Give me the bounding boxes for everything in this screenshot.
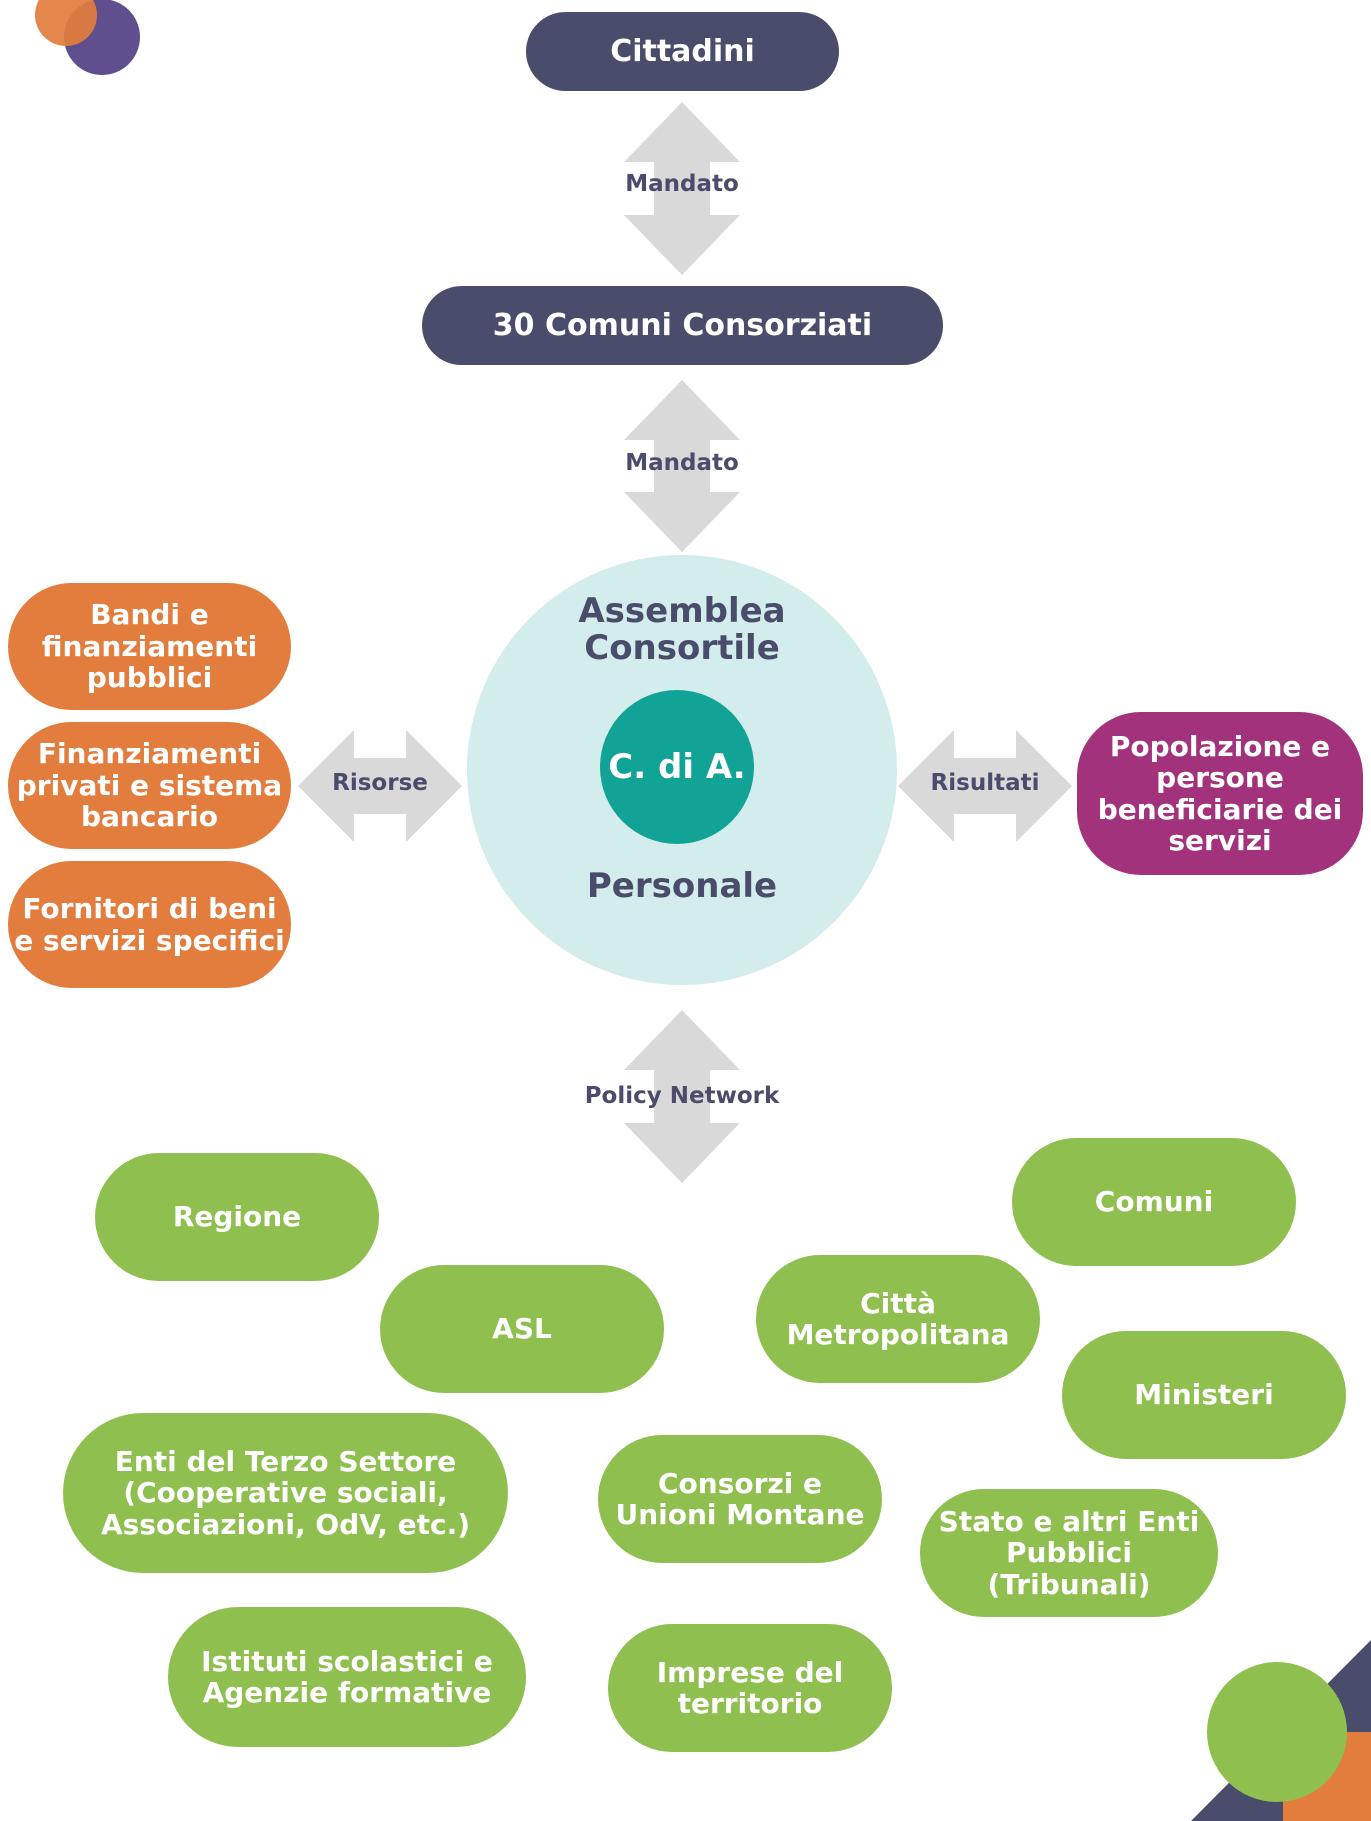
cittadini-box: Cittadini [526,12,839,91]
comuni-consorziati-box: 30 Comuni Consorziati [422,286,943,365]
personale-label: Personale [586,866,778,906]
mandato-label: Mandato [625,450,739,476]
risorse-label: Risorse [332,770,428,796]
double-arrow-icon [898,730,1072,842]
policy-network-label: Policy Network [584,1083,780,1109]
double-arrow-icon [624,380,740,552]
imprese-box: Imprese del territorio [608,1624,892,1752]
fornitori-box: Fornitori di beni e servizi specifici [8,861,291,988]
double-arrow-icon [624,102,740,275]
double-arrow-icon [624,1010,740,1183]
comuni-box: Comuni [1012,1138,1296,1266]
cda-circle: C. di A. [600,690,754,844]
ministeri-box: Ministeri [1062,1331,1346,1459]
stato-box: Stato e altri Enti Pubblici (Tribunali) [920,1489,1218,1617]
bandi-box: Bandi e finanziamenti pubblici [8,583,291,710]
assemblea-line-2: Consortile [584,628,780,669]
cda-label: C. di A. [608,747,746,787]
risultati-label: Risultati [930,770,1040,796]
assemblea-title: Assemblea Consortile [532,591,832,669]
logo-icon [35,0,140,75]
assemblea-line-1: Assemblea [578,591,786,631]
istituti-box: Istituti scolastici e Agenzie formative [168,1607,526,1747]
terzo-settore-box: Enti del Terzo Settore (Cooperative soci… [63,1413,508,1573]
mandato-label: Mandato [625,171,739,197]
citta-metropolitana-box: Città Metropolitana [756,1255,1040,1383]
asl-box: ASL [380,1265,664,1393]
popolazione-box: Popolazione e persone beneficiarie dei s… [1077,712,1363,875]
corner-decoration-icon [1191,1640,1371,1821]
double-arrow-icon [298,730,462,842]
regione-box: Regione [95,1153,379,1281]
consorzi-box: Consorzi e Unioni Montane [598,1435,882,1563]
finanziamenti-box: Finanziamenti privati e sistema bancario [8,722,291,849]
